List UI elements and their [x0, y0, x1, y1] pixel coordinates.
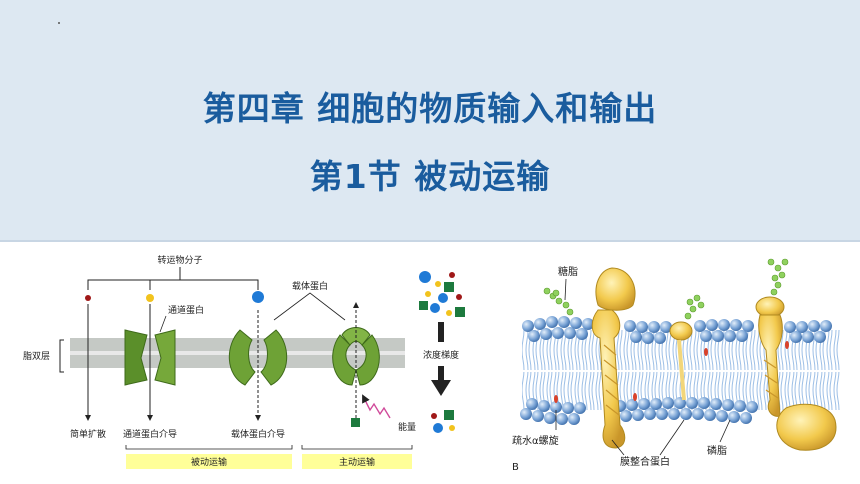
chapter-title: 第四章 细胞的物质输入和输出 — [202, 89, 658, 128]
transport-mechanisms-figure: 转运物分子 脂双层 通道蛋白 载体蛋白 能量 — [23, 254, 465, 469]
carrier-protein-right-half — [260, 329, 288, 386]
channel-protein-right — [154, 329, 176, 386]
label-lipid-bilayer: 脂双层 — [23, 350, 50, 362]
label-channel-protein: 通道蛋白 — [168, 304, 204, 316]
small-molecule-red — [85, 295, 91, 301]
molecule-blue — [252, 291, 264, 303]
pump-protein-right — [355, 334, 380, 386]
label-glycolipid: 糖脂 — [558, 265, 578, 278]
label-active-transport: 主动运输 — [339, 456, 375, 468]
channel-protein-left — [124, 329, 148, 386]
label-simple-diffusion: 简单扩散 — [70, 428, 106, 440]
integral-protein-top-domain — [595, 267, 636, 311]
section-title: 第1节 被动运输 — [309, 157, 551, 196]
label-concentration-gradient: 浓度梯度 — [423, 349, 459, 361]
stray-dot — [58, 22, 60, 24]
label-hydrophobic-helix: 疏水α螺旋 — [512, 434, 559, 447]
header-divider — [0, 240, 860, 242]
label-passive-transport: 被动运输 — [191, 456, 227, 468]
label-channel-mediated: 通道蛋白介导 — [123, 428, 177, 440]
title-banner — [0, 0, 860, 240]
label-energy: 能量 — [398, 421, 416, 433]
label-integral-protein: 膜整合蛋白 — [620, 455, 670, 468]
passive-transport-box — [126, 454, 292, 469]
label-carrier-mediated: 载体蛋白介导 — [231, 428, 285, 440]
active-transport-box — [302, 454, 412, 469]
small-molecule-yellow — [146, 294, 154, 302]
label-transported-molecules: 转运物分子 — [157, 254, 202, 266]
membrane-structure-figure: 糖脂 疏水α螺旋 膜整合蛋白 磷脂 B — [512, 258, 840, 473]
panel-letter: B — [512, 462, 519, 473]
molecule-green-square — [351, 418, 360, 427]
label-carrier-protein: 载体蛋白 — [292, 280, 328, 292]
carrier-protein-left-half — [228, 329, 256, 386]
pump-protein-left — [332, 334, 357, 386]
label-phospholipid: 磷脂 — [707, 444, 727, 457]
